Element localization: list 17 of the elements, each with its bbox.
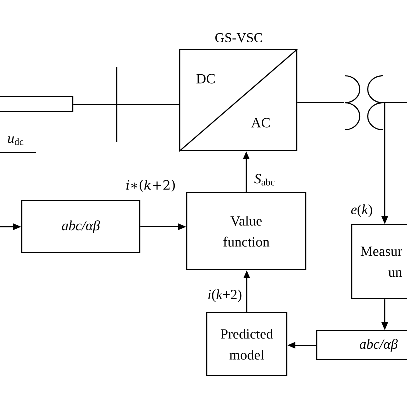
connector-line xyxy=(298,102,344,104)
signal-label: u$_{dc}$ xyxy=(8,136,24,146)
transformer-symbol xyxy=(344,75,384,131)
cable-bar xyxy=(0,96,74,113)
edge-label: i(k+2) xyxy=(208,290,242,302)
connector-line xyxy=(74,104,180,106)
edge-label: e(k) xyxy=(351,204,372,218)
edge-label: S$_{abc}$ xyxy=(254,174,275,186)
process-box: abc/αβ xyxy=(21,200,141,254)
box-title: GS-VSC xyxy=(216,33,262,43)
connector-line xyxy=(384,102,407,104)
process-box: Measur un xyxy=(351,224,407,300)
process-box: Value function xyxy=(186,192,307,271)
process-box: Predicted model xyxy=(206,312,288,377)
edge-label: i∗(k+2) xyxy=(126,180,176,192)
process-box: abc/αβ xyxy=(316,330,407,361)
converter-box: DC AC xyxy=(179,49,298,152)
